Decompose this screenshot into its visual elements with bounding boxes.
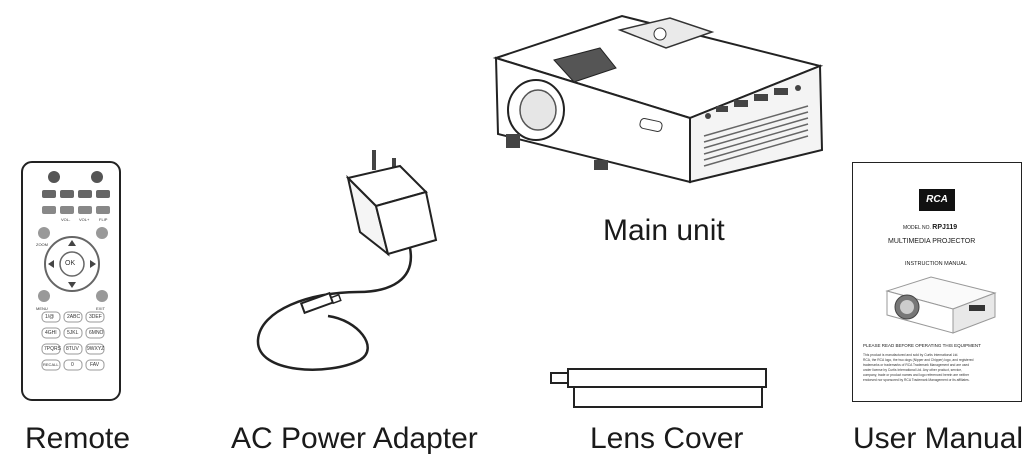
manual-doc-type: INSTRUCTION MANUAL: [905, 261, 968, 267]
remote-ok-label: OK: [65, 260, 76, 267]
power-icon: [48, 171, 60, 183]
remote-key-0: 0: [71, 362, 74, 368]
manual-projector-photo: [883, 273, 999, 337]
projector-illustration: [490, 10, 835, 200]
manual-model: RPJ119: [932, 224, 958, 231]
manual-legal-line-3: trademarks or trademarks of RCA Trademar…: [863, 363, 970, 367]
remote-exit-label: EXIT: [96, 306, 105, 311]
remote-recall-label: RECALL: [43, 362, 59, 367]
user-manual-illustration: RCA MODEL NO. RPJ119 MULTIMEDIA PROJECTO…: [852, 162, 1022, 402]
manual-legal-line-5: company, trade or product names and logo…: [863, 373, 970, 377]
rca-logo: RCA: [919, 189, 955, 211]
manual-legal-line-6: endorsed nor sponsored by RCA Trademark …: [863, 378, 970, 382]
remote-key-2: 2ABC: [67, 314, 81, 320]
remote-vol-minus-label: VOL-: [61, 217, 71, 222]
caption-lens-cover: Lens Cover: [590, 422, 744, 455]
manual-brand: RCA: [926, 194, 948, 205]
remote-key-1: 1/@: [45, 314, 55, 320]
remote-flip-label: FLIP: [99, 217, 108, 222]
caption-user-manual: User Manual: [853, 422, 1024, 455]
lens-cover-illustration: [548, 365, 772, 413]
remote-key-5: 5JKL: [67, 330, 79, 336]
caption-remote: Remote: [25, 422, 131, 455]
remote-illustration: OK MENU EXIT ZOOM FLIP VOL- VOL+ 1/@ 2AB…: [20, 160, 122, 402]
manual-notice: PLEASE READ BEFORE OPERATING THIS EQUIPM…: [863, 343, 981, 348]
remote-zoom-label: ZOOM: [36, 242, 48, 247]
mute-icon: [91, 171, 103, 183]
manual-product: MULTIMEDIA PROJECTOR: [888, 238, 976, 245]
remote-key-7: 7PQRS: [44, 346, 61, 352]
remote-key-6: 6MNO: [89, 330, 104, 336]
manual-model-prefix: MODEL NO.: [903, 225, 931, 231]
remote-menu-label: MENU: [36, 306, 48, 311]
manual-legal-line-1: This product is manufactured and sold by…: [863, 353, 959, 357]
remote-key-9: 9WXYZ: [87, 346, 105, 352]
remote-key-4: 4GHI: [45, 330, 57, 336]
remote-vol-plus-label: VOL+: [79, 217, 90, 222]
caption-main-unit: Main unit: [603, 214, 725, 247]
remote-key-8: 8TUV: [66, 346, 79, 352]
remote-fav-label: FAV: [90, 362, 100, 368]
remote-key-3: 3DEF: [89, 314, 102, 320]
manual-legal-line-4: under license by Curtis International Lt…: [863, 368, 962, 372]
caption-ac-power-adapter: AC Power Adapter: [231, 422, 478, 455]
ac-adapter-illustration: [240, 150, 460, 390]
manual-legal-line-2: RCA, the RCA logo, the two dogs (Nipper …: [863, 358, 974, 362]
